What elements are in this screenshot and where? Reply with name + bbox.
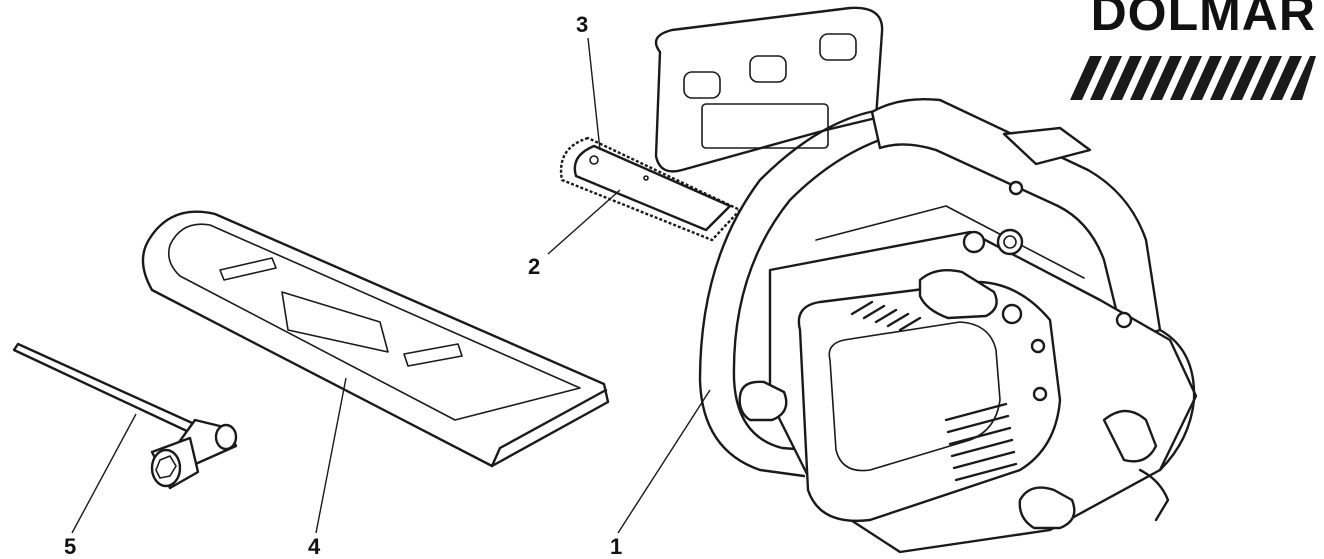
callout-5: 5	[64, 534, 76, 559]
callout-4: 4	[308, 534, 321, 559]
guide-bar-and-chain	[559, 136, 742, 242]
brand-logo: DOLMAR	[1070, 0, 1316, 100]
chainsaw-body	[654, 6, 1198, 554]
combination-wrench	[12, 342, 238, 490]
brand-stripes	[1070, 56, 1316, 100]
callout-2: 2	[528, 254, 540, 279]
callout-1: 1	[610, 534, 622, 559]
callout-3: 3	[576, 12, 588, 37]
callout-labels: 1 2 3 4 5	[64, 12, 622, 559]
cooling-louvres	[850, 300, 1018, 482]
guide-bar-cover	[141, 210, 610, 468]
brand-name: DOLMAR	[1091, 0, 1316, 41]
leader-lines	[71, 37, 711, 534]
